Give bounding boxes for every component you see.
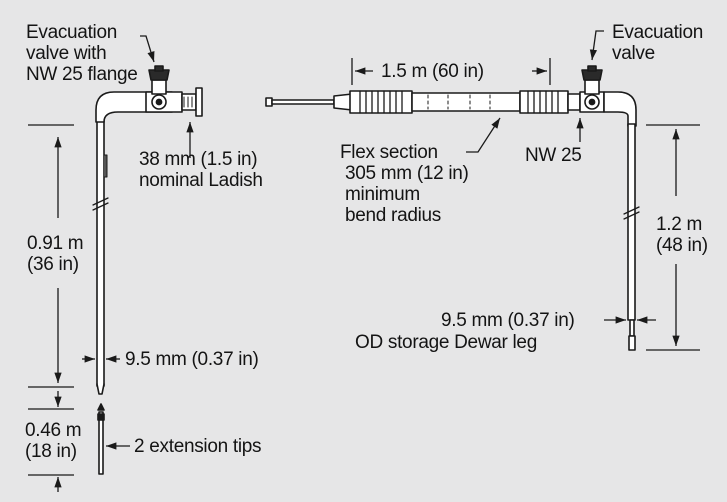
left-leg-grip	[103, 154, 108, 178]
evacuation-valve-flange-label: Evacuation valve with NW 25 flange	[26, 22, 138, 85]
right-transfer-line	[265, 65, 640, 351]
height-18-label: 0.46 m (18 in)	[25, 420, 82, 462]
flex-section-label: Flex section	[340, 142, 438, 163]
left-break-mark	[92, 197, 109, 211]
extension-tips-label: 2 extension tips	[134, 436, 262, 457]
dimension-lines	[28, 30, 700, 492]
right-elbow	[603, 91, 637, 127]
bend-radius-label: 305 mm (12 in) minimum bend radius	[345, 163, 469, 226]
delivery-tip	[271, 99, 335, 105]
ladish-label: 38 mm (1.5 in) nominal Ladish	[139, 149, 263, 191]
left-vertical-leg	[96, 117, 105, 387]
left-ladish-flange	[195, 87, 203, 117]
height-36-label: 0.91 m (36 in)	[27, 233, 84, 275]
od-leg-label: OD storage Dewar leg	[355, 332, 537, 353]
nw25-label: NW 25	[525, 145, 582, 166]
length-label: 1.5 m (60 in)	[381, 61, 484, 82]
evacuation-valve-label: Evacuation valve	[612, 22, 704, 64]
right-vertical-leg	[627, 123, 636, 321]
right-diameter-label: 9.5 mm (0.37 in)	[441, 310, 575, 331]
left-transfer-line	[92, 65, 203, 395]
right-flex-bellows	[519, 90, 569, 114]
left-diameter-label: 9.5 mm (0.37 in)	[125, 349, 259, 370]
height-48-label: 1.2 m (48 in)	[656, 214, 708, 256]
extension-tip	[97, 403, 105, 475]
left-flex-bellows	[349, 90, 413, 114]
